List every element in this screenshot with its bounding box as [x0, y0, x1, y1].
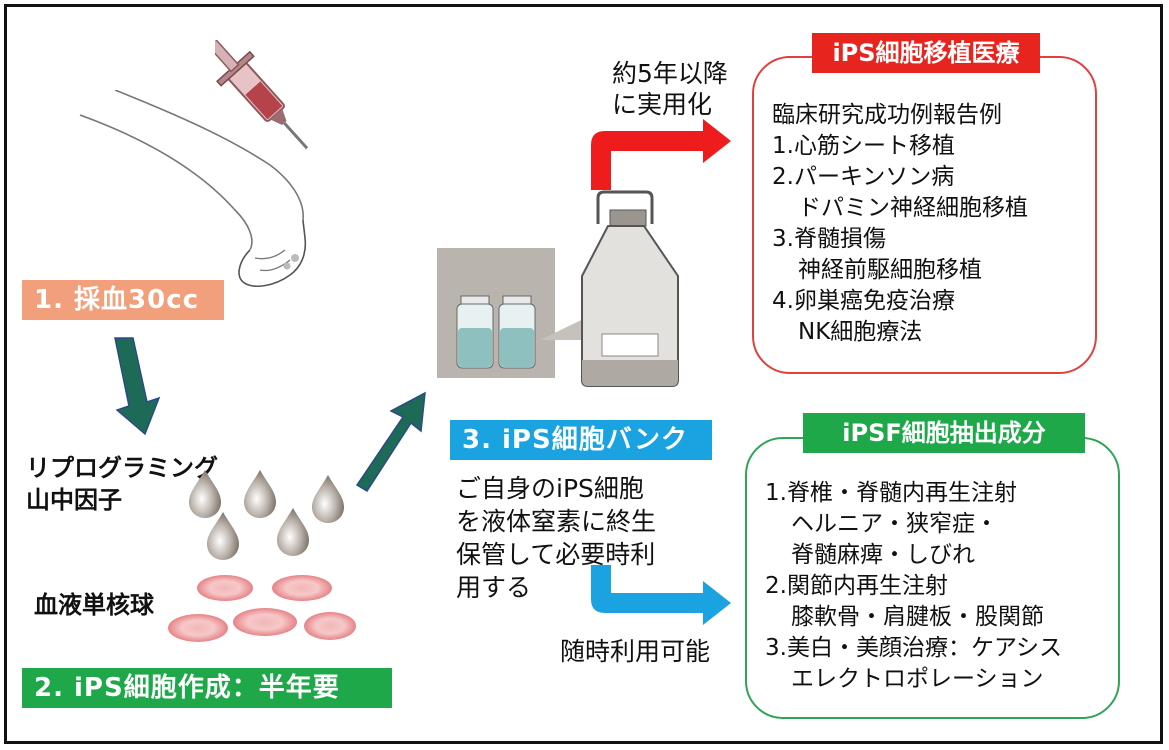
- transplant-line: 臨床研究成功例報告例: [772, 102, 1002, 128]
- ipsf-line: ヘルニア・狭窄症・: [791, 511, 998, 537]
- anytime-label: 随時利用可能: [560, 637, 711, 666]
- step2-label: 2. iPS細胞作成：半年要: [22, 668, 392, 708]
- transplant-line: 4.卵巣癌免疫治療: [772, 288, 955, 314]
- practical-line2: に実用化: [612, 90, 713, 119]
- step1-text: 1. 採血30cc: [34, 285, 200, 315]
- transplant-line: 3.脊髄損傷: [772, 226, 886, 252]
- transplant-line: ドパミン神経細胞移植: [798, 195, 1028, 221]
- transplant-line: 神経前駆細胞移植: [798, 257, 982, 283]
- blood-cell-icon: [233, 608, 297, 636]
- ipsf-title: iPSF細胞抽出成分: [803, 413, 1085, 453]
- step3-label: 3. iPS細胞バンク: [450, 420, 712, 460]
- transplant-title: iPS細胞移植医療: [812, 33, 1040, 73]
- blood-cell-icon: [304, 612, 356, 640]
- transplant-line: 2.パーキンソン病: [772, 164, 955, 190]
- ipsf-line: 脊髄麻痺・しびれ: [791, 542, 975, 568]
- ipsf-line: 2.関節内再生注射: [765, 573, 948, 599]
- ipsf-line: 3.美白・美顔治療：ケアシス: [765, 635, 1063, 661]
- ipsf-line: 膝軟骨・肩腱板・股関節: [791, 604, 1044, 630]
- blood-cells-label: 血液単核球: [34, 591, 154, 619]
- ipsf-title-text: iPSF細胞抽出成分: [842, 419, 1046, 447]
- droplet-icon: [189, 470, 221, 518]
- reprogramming-line2: 山中因子: [26, 486, 122, 514]
- practical-line1: 約5年以降: [612, 59, 728, 88]
- droplet-icon: [244, 470, 276, 518]
- syringe-icon: [215, 40, 309, 150]
- bank-desc-line: ご自身のiPS細胞: [456, 474, 644, 503]
- bank-desc-line: 用する: [456, 573, 532, 602]
- blood-cell-icon: [168, 614, 228, 642]
- vial-group: [456, 295, 536, 369]
- down-arrow-icon: [114, 337, 161, 436]
- ipsf-line: エレクトロポレーション: [791, 666, 1044, 692]
- droplet-icon: [312, 475, 344, 523]
- bank-desc-line: を液体窒素に終生: [456, 507, 657, 536]
- blood-cells-group: [168, 575, 356, 642]
- ipsf-list: 1.脊椎・脊髄内再生注射 ヘルニア・狭窄症・ 脊髄麻痺・しびれ 2.関節内再生注…: [765, 478, 1062, 695]
- cryo-tank-icon: [540, 190, 679, 387]
- transplant-title-text: iPS細胞移植医療: [832, 39, 1020, 67]
- bank-description: ご自身のiPS細胞 を液体窒素に終生 保管して必要時利 用する: [456, 472, 656, 604]
- blood-cell-icon: [197, 575, 253, 601]
- reprogramming-line1: リプログラミング: [26, 454, 218, 482]
- red-arrow-icon: [591, 119, 731, 190]
- droplets-group: [189, 470, 344, 560]
- bank-desc-line: 保管して必要時利: [456, 540, 656, 569]
- blue-arrow-icon: [591, 565, 731, 625]
- transplant-line: NK細胞療法: [798, 319, 923, 345]
- step2-text: 2. iPS細胞作成：半年要: [34, 673, 340, 703]
- step3-text: 3. iPS細胞バンク: [462, 425, 689, 455]
- transplant-line: 1.心筋シート移植: [772, 133, 955, 159]
- vial-icon: [498, 295, 536, 369]
- arm-icon: [79, 90, 307, 287]
- up-right-arrow-icon: [355, 391, 426, 493]
- blood-cell-icon: [272, 575, 332, 601]
- droplet-icon: [207, 512, 239, 560]
- diagram-frame: [4, 4, 1163, 744]
- vial-icon: [456, 295, 494, 369]
- transplant-list: 臨床研究成功例報告例 1.心筋シート移植 2.パーキンソン病 ドパミン神経細胞移…: [772, 100, 1028, 348]
- droplet-icon: [277, 508, 309, 556]
- step1-label: 1. 採血30cc: [22, 280, 224, 320]
- ipsf-line: 1.脊椎・脊髄内再生注射: [765, 480, 1017, 506]
